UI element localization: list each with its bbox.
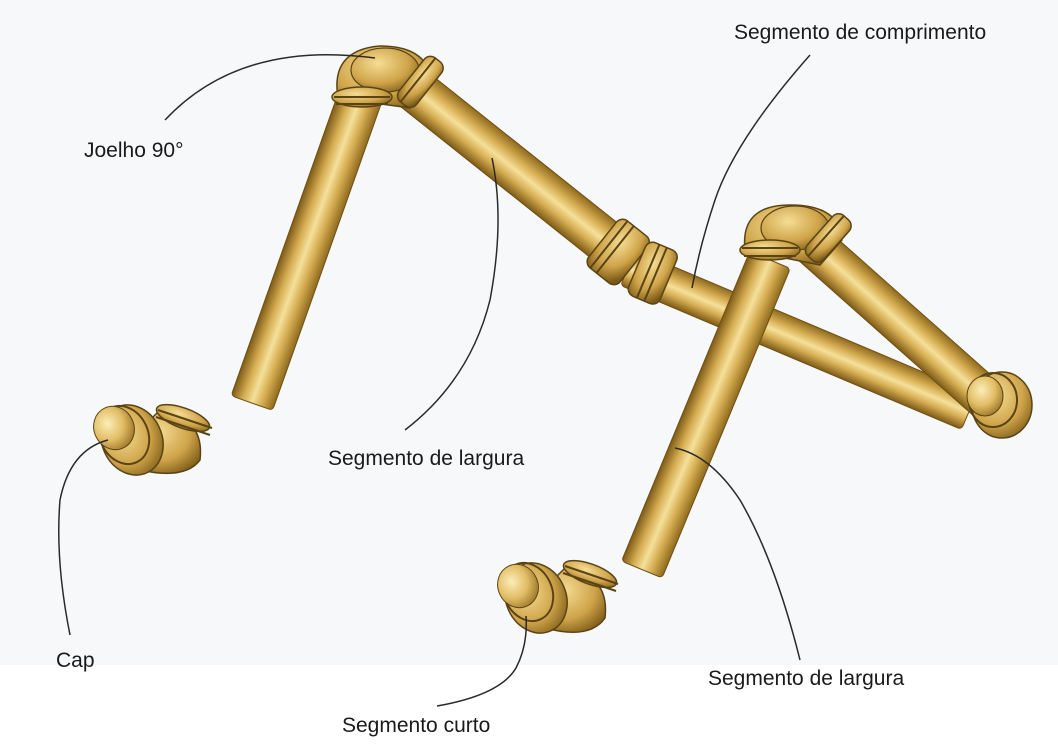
leader-line-short-segment <box>436 615 528 707</box>
label-cap: Cap <box>56 649 95 672</box>
top-elbow-90-fitting <box>331 45 444 109</box>
leader-line-width-segment-1 <box>404 157 499 431</box>
width-segment-left-pipe <box>231 85 383 410</box>
label-length-segment: Segmento de comprimento <box>734 21 987 44</box>
leader-line-length-segment <box>691 54 811 289</box>
top-right-elbow-90-fitting <box>739 204 852 266</box>
label-short-segment: Segmento curto <box>342 714 491 737</box>
short-segment-cap-fitting <box>497 561 568 634</box>
leader-lines <box>58 53 811 707</box>
cap-fitting-left <box>93 404 164 476</box>
leader-line-cap <box>58 439 109 636</box>
label-elbow-90: Joelho 90° <box>84 139 184 162</box>
leader-line-elbow <box>164 53 376 121</box>
bottom-right-end-fitting <box>966 371 1033 439</box>
width-segment-upper-pipe <box>392 65 625 264</box>
label-width-segment-1: Segmento de largura <box>328 447 525 470</box>
middle-coupling-fitting <box>586 218 678 305</box>
label-width-segment-2: Segmento de largura <box>708 667 905 690</box>
leader-line-width-segment-2 <box>674 447 801 661</box>
